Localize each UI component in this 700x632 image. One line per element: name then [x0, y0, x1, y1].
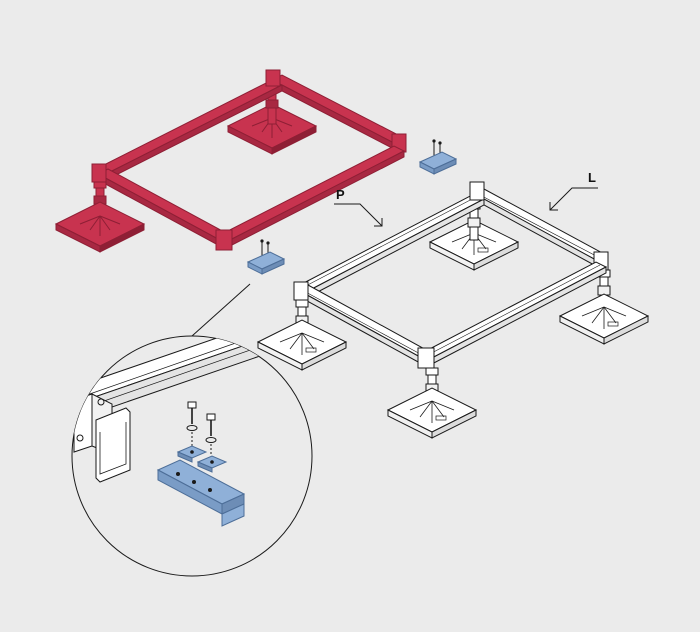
u-bracket-icon	[156, 459, 246, 527]
label-p: P	[336, 187, 345, 202]
label-l: L	[588, 170, 596, 185]
label-p-group: P	[334, 187, 383, 227]
screw-left	[186, 401, 198, 446]
red-frame-assembly	[55, 69, 407, 253]
white-frame-assembly	[257, 181, 649, 439]
screw-right	[205, 413, 217, 456]
detail-magnifier	[71, 283, 313, 577]
label-l-group: L	[549, 170, 598, 211]
leader-line	[191, 283, 251, 337]
